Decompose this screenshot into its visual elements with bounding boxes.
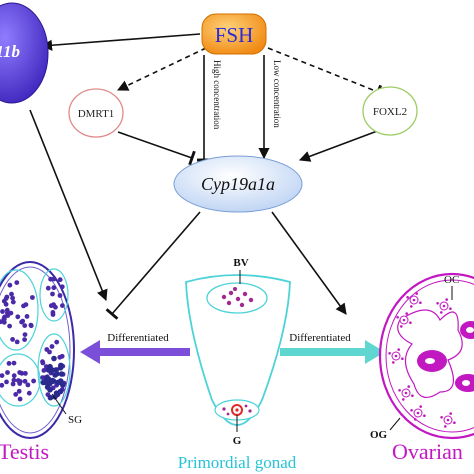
testis-inner <box>0 266 71 434</box>
node-cyp19a1a: Cyp19a1a <box>173 155 303 213</box>
label-high-concentration: High concentration <box>212 60 222 130</box>
ovary-inner <box>385 279 474 433</box>
edge-cyp19-ovary <box>271 211 347 315</box>
dmrt1-label: DMRT1 <box>78 108 115 120</box>
node-cyp11b: Cyp11b <box>0 2 49 104</box>
node-foxl2: FOXL2 <box>362 86 418 136</box>
label-sg: SG <box>68 414 82 426</box>
label-differentiated-left: Differentiated <box>107 332 169 344</box>
label-differentiated-right: Differentiated <box>289 332 351 344</box>
fsh-box <box>201 13 267 55</box>
oocytes-small <box>388 292 456 428</box>
dmrt1-circle <box>68 88 124 138</box>
edge-fsh-cyp11b <box>40 33 201 51</box>
edges <box>29 33 383 320</box>
edge-cyp11b-diff <box>29 109 108 302</box>
testis-title: Testis <box>0 439 49 464</box>
primordial-gonad: BV G Primordial gonad <box>178 257 297 472</box>
foxl2-circle <box>362 86 418 136</box>
label-og: OG <box>370 429 388 441</box>
og-pointer <box>389 417 401 431</box>
edge-fsh-dmrt1 <box>116 47 207 91</box>
arrow-differentiated-right: Differentiated <box>280 332 385 364</box>
sg-pointer <box>51 393 67 415</box>
label-g: G <box>233 435 242 447</box>
ovary-title: Ovarian <box>392 439 463 464</box>
edge-cyp19-testis <box>105 211 201 320</box>
testis-lobules <box>0 268 71 407</box>
node-dmrt1: DMRT1 <box>68 88 124 138</box>
label-oc: OC <box>444 274 459 286</box>
edge-fsh-foxl2 <box>267 47 383 100</box>
edge-dmrt1-cyp19 <box>117 131 196 166</box>
foxl2-label: FOXL2 <box>373 106 407 118</box>
primordial-outline <box>185 274 291 426</box>
edge-foxl2-cyp19 <box>298 129 381 162</box>
arrow-differentiated-left: Differentiated <box>80 332 190 364</box>
ovary: OC OG Ovarian <box>370 272 474 464</box>
primordial-gonad-title: Primordial gonad <box>178 453 297 472</box>
cyp11b-ellipse <box>0 2 49 104</box>
fsh-label: FSH <box>215 23 254 47</box>
arrow-left-shape <box>80 340 190 364</box>
blood-vessel-cells <box>221 287 254 308</box>
label-bv: BV <box>233 257 248 269</box>
oocytes-large <box>417 321 474 392</box>
node-fsh: FSH <box>201 13 267 55</box>
cyp19a1a-ellipse <box>173 155 303 213</box>
cyp11b-label: Cyp11b <box>0 42 20 61</box>
cyp19a1a-label: Cyp19a1a <box>201 174 275 194</box>
testis: SG Testis <box>0 261 82 464</box>
label-low-concentration: Low concentration <box>272 60 282 128</box>
arrow-right-shape <box>280 340 385 364</box>
testis-germ-cells <box>0 276 67 402</box>
